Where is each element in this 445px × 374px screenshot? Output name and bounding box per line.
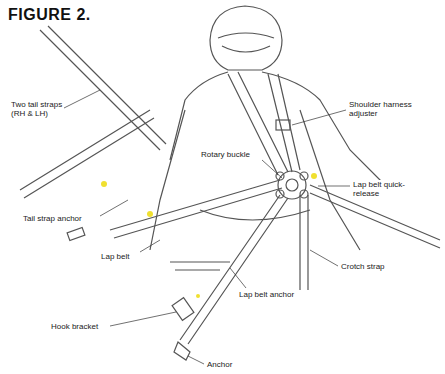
part-label: Shoulder harness adjuster xyxy=(348,100,430,118)
part-label: Lap belt anchor xyxy=(238,290,295,299)
part-label: Anchor xyxy=(206,360,233,369)
part-label: Rotary buckle xyxy=(200,150,251,159)
part-label: Hook bracket xyxy=(50,322,99,331)
part-label: Tail strap anchor xyxy=(22,214,83,223)
part-label: Lap belt quick-release xyxy=(352,180,429,198)
figure-title: FIGURE 2. xyxy=(8,6,91,24)
part-label: Lap belt xyxy=(100,252,130,261)
part-label: Two tail straps (RH & LH) xyxy=(10,100,64,118)
part-label: Crotch strap xyxy=(340,262,386,271)
